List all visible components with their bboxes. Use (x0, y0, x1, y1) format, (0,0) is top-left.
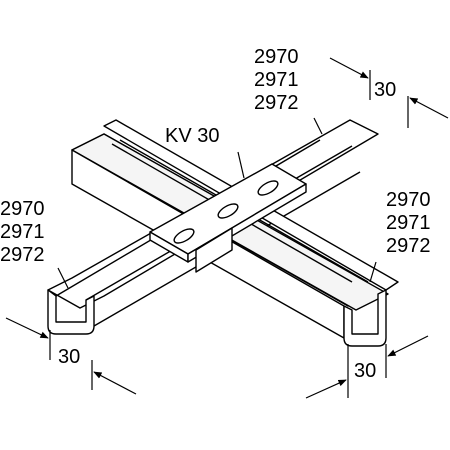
rail-label-top-right: 2970 2971 2972 (254, 46, 299, 115)
dimension-label-bottom-right: 30 (354, 360, 377, 382)
rail-number: 2970 (254, 46, 299, 68)
rail-end-profile-right (343, 289, 387, 347)
rail-number: 2971 (386, 212, 431, 234)
dimension-bottom-right (305, 335, 429, 399)
slot-hole-3 (257, 180, 279, 196)
rail-number: 2970 (0, 198, 45, 220)
rail-label-left: 2970 2971 2972 (0, 198, 45, 267)
dimension-label-top-right: 30 (374, 79, 397, 101)
rail-label-right: 2970 2971 2972 (386, 189, 431, 258)
slot-hole-2 (217, 203, 239, 219)
rail-number: 2972 (0, 244, 45, 266)
slot-hole-1 (173, 228, 195, 244)
dimension-label-bottom-left: 30 (58, 346, 81, 368)
connector-plate (149, 163, 307, 273)
rail-number: 2970 (386, 189, 431, 211)
dimension-top-right (329, 57, 449, 128)
rail-number: 2972 (254, 92, 299, 114)
rail-number: 2971 (0, 221, 45, 243)
dimension-bottom-left (5, 317, 137, 395)
part-label: KV 30 (165, 125, 220, 147)
rail-number: 2972 (386, 235, 431, 257)
leader-lines (57, 117, 377, 289)
rail-number: 2971 (254, 69, 299, 91)
